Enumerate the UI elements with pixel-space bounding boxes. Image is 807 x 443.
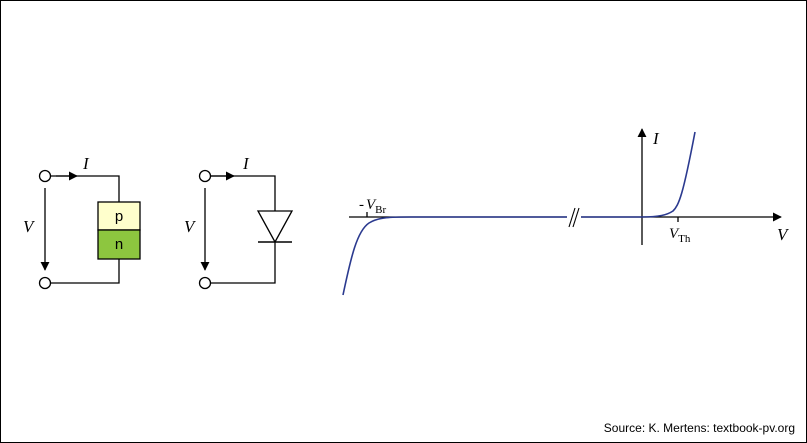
iv-characteristic: I V -VBr VTh [342, 128, 790, 296]
threshold-var: V [669, 226, 680, 242]
source-caption: Source: K. Mertens: textbook-pv.org [604, 421, 795, 435]
breakdown-label: -VBr [359, 197, 387, 216]
pn-current-label: I [82, 154, 90, 173]
pn-top-wire [50, 175, 120, 202]
pn-junction-circuit: p n I V [23, 154, 141, 290]
iv-curve [342, 131, 696, 296]
diode-current-label: I [242, 154, 250, 173]
voltage-axis-label: V [777, 225, 790, 244]
breakdown-var: V [366, 197, 377, 213]
threshold-label: VTh [669, 226, 691, 245]
breakdown-sub: Br [375, 204, 386, 216]
current-axis-label: I [652, 129, 660, 148]
pn-top-terminal [38, 169, 52, 183]
p-region [97, 201, 141, 231]
diode-bottom-wire [211, 242, 276, 284]
threshold-sub: Th [678, 233, 691, 245]
pn-voltage-label: V [23, 217, 36, 236]
pn-bottom-terminal [38, 276, 52, 290]
axis-break-symbol [567, 207, 581, 228]
diode-triangle [256, 210, 294, 244]
n-label: n [115, 236, 123, 253]
n-region [97, 229, 141, 260]
diode-symbol-circuit: I V [184, 154, 294, 290]
diode-top-terminal [198, 169, 212, 183]
pn-bottom-wire [50, 259, 120, 284]
diode-bottom-terminal [198, 276, 212, 290]
diode-voltage-label: V [184, 217, 197, 236]
diode-top-wire [211, 175, 276, 211]
breakdown-prefix: - [359, 197, 364, 213]
p-label: p [115, 208, 123, 225]
